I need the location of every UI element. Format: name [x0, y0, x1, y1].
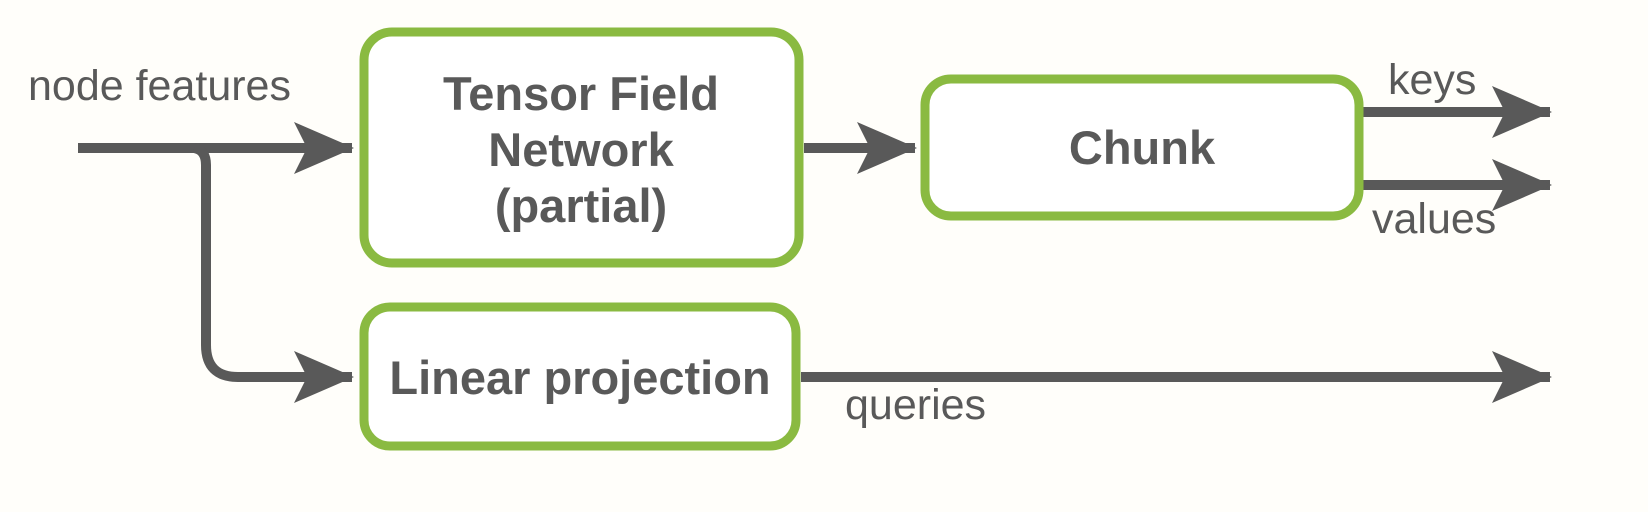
- linear-projection-label: Linear projection: [389, 351, 770, 404]
- chunk-label: Chunk: [1069, 121, 1216, 174]
- node-features-label: node features: [28, 62, 291, 110]
- chunk-box: [920, 74, 1364, 221]
- values-label: values: [1372, 195, 1496, 243]
- queries-label: queries: [845, 381, 986, 429]
- tensor-field-network-label-line1: Tensor Field: [443, 67, 719, 120]
- keys-label: keys: [1388, 56, 1476, 104]
- tensor-field-network-label-line3: (partial): [495, 179, 667, 232]
- linear-projection-box: [359, 302, 801, 451]
- tensor-field-network-label-line2: Network: [488, 123, 674, 176]
- input-branch-arrow: [192, 143, 354, 403]
- tensor-field-network-box: [359, 27, 804, 268]
